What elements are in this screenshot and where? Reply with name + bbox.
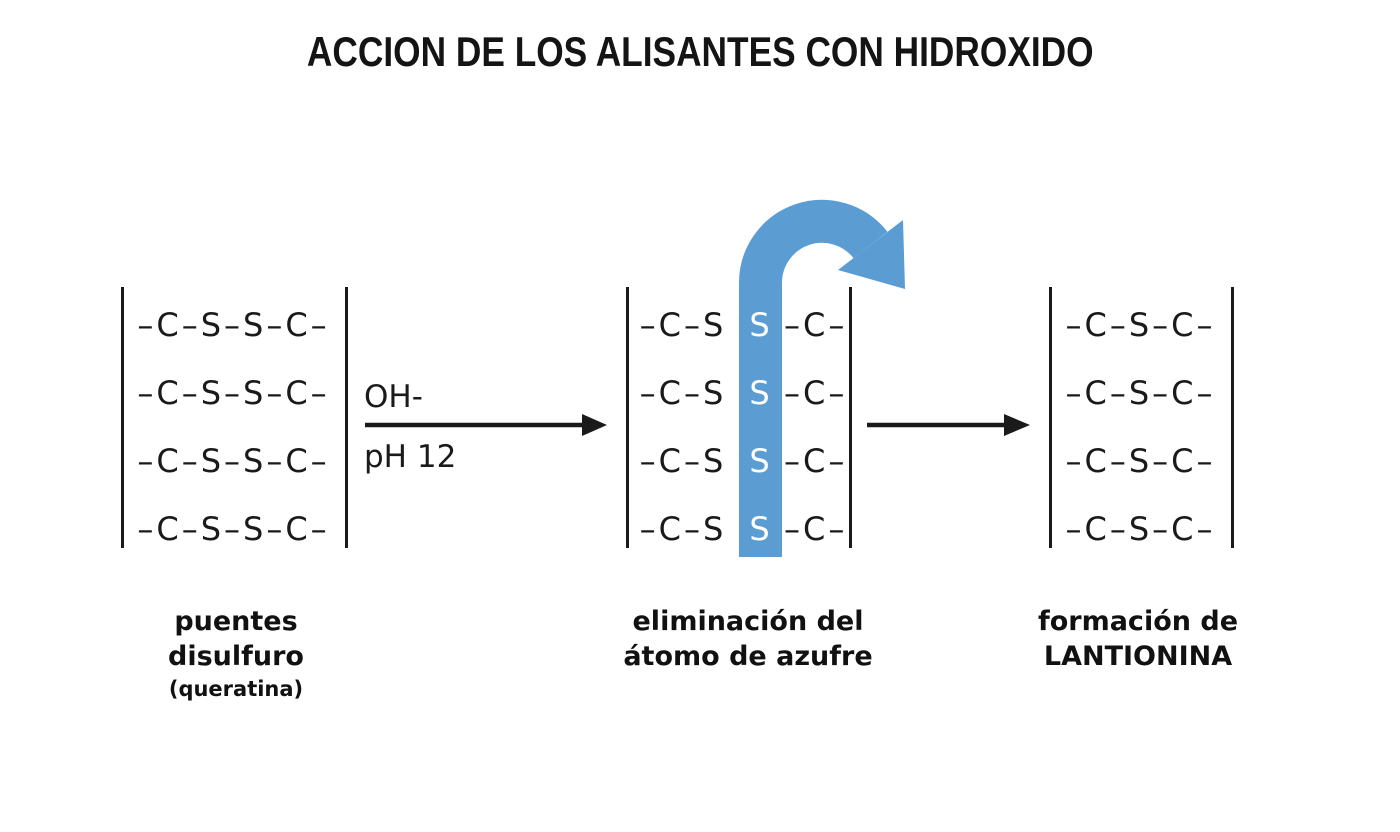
caption-line: disulfuro <box>168 641 304 672</box>
page-title-text: ACCION DE LOS ALISANTES CON HIDROXIDO <box>306 28 1094 75</box>
formula-row-left: –C–S <box>639 510 727 548</box>
sulfur-extraction-curved-arrow-icon <box>738 199 905 557</box>
keratin-strand-bar-right-1 <box>345 287 348 548</box>
curved-arrow-head <box>838 220 905 289</box>
formula-row: –C–S–S–C– <box>137 442 330 480</box>
formula-row-right: –C– <box>784 306 848 344</box>
formula-row-right: –C– <box>784 510 848 548</box>
formula-row-right: –C– <box>784 442 848 480</box>
formula-row: –C–S–C– <box>1065 442 1216 480</box>
formula-row-left: –C–S <box>639 374 727 412</box>
reaction-arrow-icon <box>867 414 1030 436</box>
caption-puentes-disulfuro: puentes disulfuro (queratina) <box>86 604 386 704</box>
page-title: ACCION DE LOS ALISANTES CON HIDROXIDO <box>0 30 1400 74</box>
formula-row: –C–S–C– <box>1065 306 1216 344</box>
keratin-strand-bar-left-2 <box>626 287 629 548</box>
keratin-strand-bar-left-3 <box>1049 287 1052 548</box>
caption-line: eliminación del <box>632 606 864 637</box>
extracted-sulfur-atom: S <box>749 306 773 344</box>
formula-row-left: –C–S <box>639 306 727 344</box>
extracted-sulfur-atom: S <box>749 374 773 412</box>
formula-row-right: –C– <box>784 374 848 412</box>
extracted-sulfur-atom: S <box>749 442 773 480</box>
formula-row: –C–S–C– <box>1065 510 1216 548</box>
keratin-strand-bar-right-2 <box>849 287 852 548</box>
extracted-sulfur-atom: S <box>749 510 773 548</box>
keratin-strand-bar-left-1 <box>121 287 124 548</box>
caption-line: LANTIONINA <box>1043 641 1233 672</box>
curved-arrow-ribbon <box>738 199 888 557</box>
caption-line: formación de <box>1037 606 1239 637</box>
formula-row-left: –C–S <box>639 442 727 480</box>
formula-row: –C–S–S–C– <box>137 510 330 548</box>
condition-label: pH 12 <box>364 439 457 475</box>
formula-row: –C–S–C– <box>1065 374 1216 412</box>
formula-row: –C–S–S–C– <box>137 374 330 412</box>
reaction-arrow-icon <box>365 414 607 436</box>
keratin-strand-bar-right-3 <box>1231 287 1234 548</box>
caption-eliminacion-azufre: eliminación del átomo de azufre <box>593 604 903 674</box>
caption-line: puentes <box>174 606 298 637</box>
reagent-label: OH- <box>364 379 423 415</box>
caption-note: (queratina) <box>168 677 304 701</box>
caption-formacion-lantionina: formación de LANTIONINA <box>988 604 1288 674</box>
formula-row: –C–S–S–C– <box>137 306 330 344</box>
caption-line: átomo de azufre <box>623 641 873 672</box>
